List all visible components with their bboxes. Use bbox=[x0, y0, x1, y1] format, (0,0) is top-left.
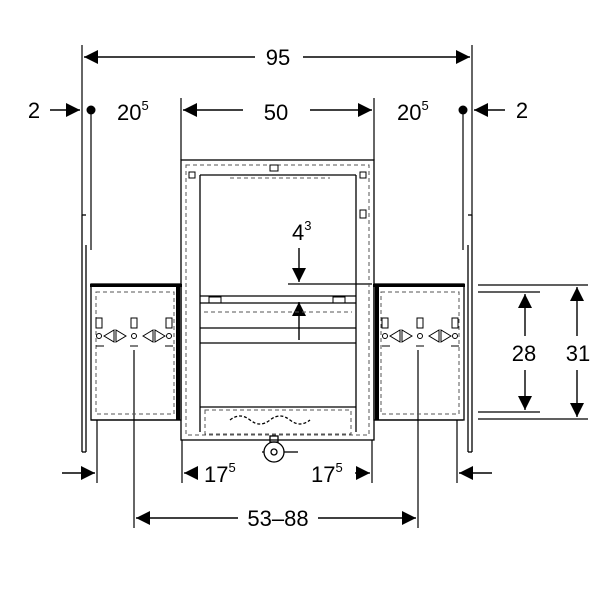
dimension-labels: 95 2 2 205 50 205 43 28 31 175 175 53–88 bbox=[28, 45, 590, 531]
label-side-offset-right: 2 bbox=[516, 98, 528, 123]
valve-assembly-right bbox=[381, 317, 459, 347]
label-gap-right: 175 bbox=[311, 460, 343, 487]
label-gap-left: 175 bbox=[204, 460, 236, 487]
label-side-offset-left: 2 bbox=[28, 98, 40, 123]
label-frame-width: 50 bbox=[264, 100, 288, 125]
label-inner-height: 28 bbox=[512, 341, 536, 366]
left-side-module bbox=[81, 214, 182, 453]
label-outer-height: 31 bbox=[566, 341, 590, 366]
valve-assembly-left bbox=[95, 317, 173, 347]
label-side-width-right: 205 bbox=[397, 98, 429, 125]
central-frame bbox=[180, 159, 375, 463]
reference-dot-left bbox=[86, 105, 96, 115]
label-total-width: 95 bbox=[266, 45, 290, 70]
extension-lines bbox=[81, 45, 588, 528]
drain-fitting bbox=[229, 415, 311, 463]
label-crossbar-offset: 43 bbox=[292, 218, 311, 245]
right-side-module bbox=[373, 214, 473, 453]
reference-dot-right bbox=[458, 105, 468, 115]
dimension-lines bbox=[50, 50, 584, 525]
label-axis-spacing: 53–88 bbox=[247, 506, 308, 531]
label-side-width-left: 205 bbox=[117, 98, 149, 125]
